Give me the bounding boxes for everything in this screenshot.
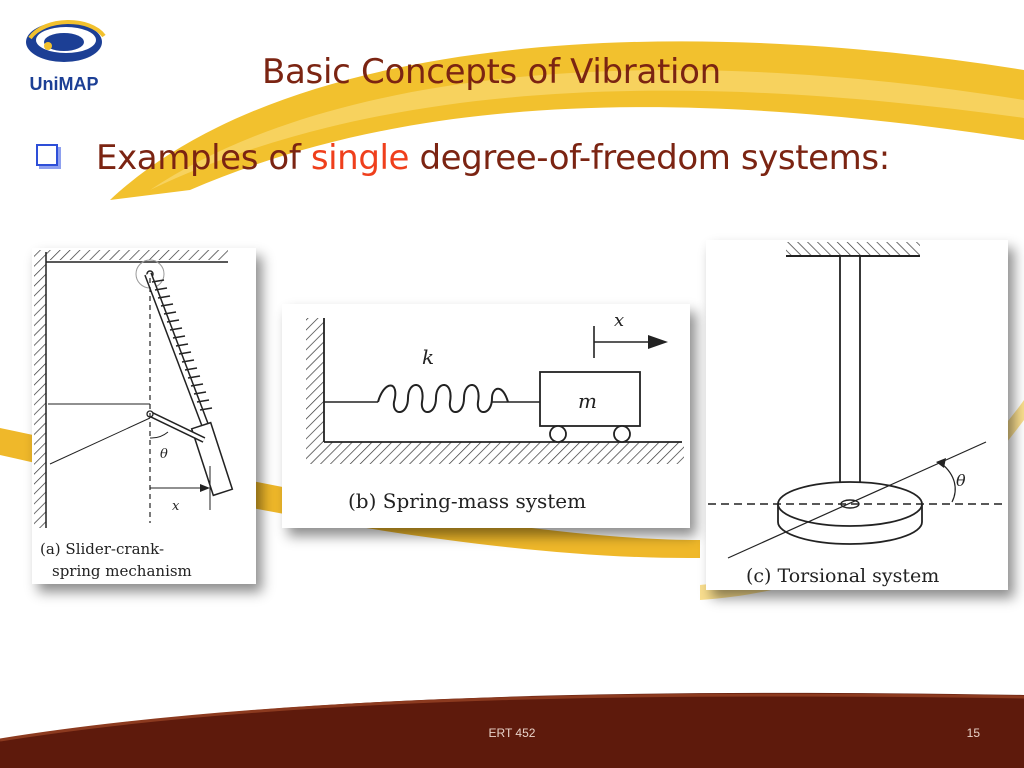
caption-b: (b) Spring-mass system bbox=[348, 489, 586, 513]
logo-text: UniMAP bbox=[30, 74, 99, 94]
bullet-suffix: degree-of-freedom systems: bbox=[409, 138, 890, 178]
logo-emblem-icon: UniMAP bbox=[26, 20, 106, 94]
x-label: x bbox=[172, 499, 180, 514]
footer-band-highlight bbox=[0, 693, 1024, 742]
yellow-swoosh-bottom bbox=[0, 428, 700, 559]
figure-spring-mass: k m x (b) Spring-mass system bbox=[282, 304, 690, 528]
angle-label-theta: θ bbox=[160, 447, 168, 462]
bullet-text: Examples of single degree-of-freedom sys… bbox=[96, 138, 890, 178]
bullet-prefix: Examples of bbox=[96, 138, 311, 178]
bullet-row: Examples of single degree-of-freedom sys… bbox=[36, 138, 996, 188]
footer-page-number: 15 bbox=[966, 726, 980, 740]
figure-slider-crank: θ x (a) Slider-crank- spring mechanism bbox=[32, 248, 256, 584]
slider-crank-diagram: θ x (a) Slider-crank- spring mechanism bbox=[34, 250, 234, 580]
footer-course-code: ERT 452 bbox=[488, 726, 536, 740]
m-label: m bbox=[578, 389, 597, 413]
x-label: x bbox=[614, 310, 624, 331]
bullet-checkbox-icon bbox=[36, 144, 58, 166]
bullet-highlight: single bbox=[310, 138, 410, 178]
angle-label-theta: θ bbox=[956, 471, 966, 490]
caption-a-line1: (a) Slider-crank- bbox=[40, 540, 164, 558]
k-label: k bbox=[422, 345, 434, 369]
slide-title: Basic Concepts of Vibration bbox=[262, 52, 721, 92]
caption-a-line2: spring mechanism bbox=[52, 562, 192, 580]
caption-c: (c) Torsional system bbox=[746, 565, 939, 587]
unimap-logo: UniMAP bbox=[20, 12, 110, 102]
torsional-diagram: θ (c) Torsional system bbox=[708, 242, 1006, 587]
spring-mass-diagram: k m x (b) Spring-mass system bbox=[306, 310, 684, 513]
figure-torsional: θ (c) Torsional system bbox=[706, 240, 1008, 590]
